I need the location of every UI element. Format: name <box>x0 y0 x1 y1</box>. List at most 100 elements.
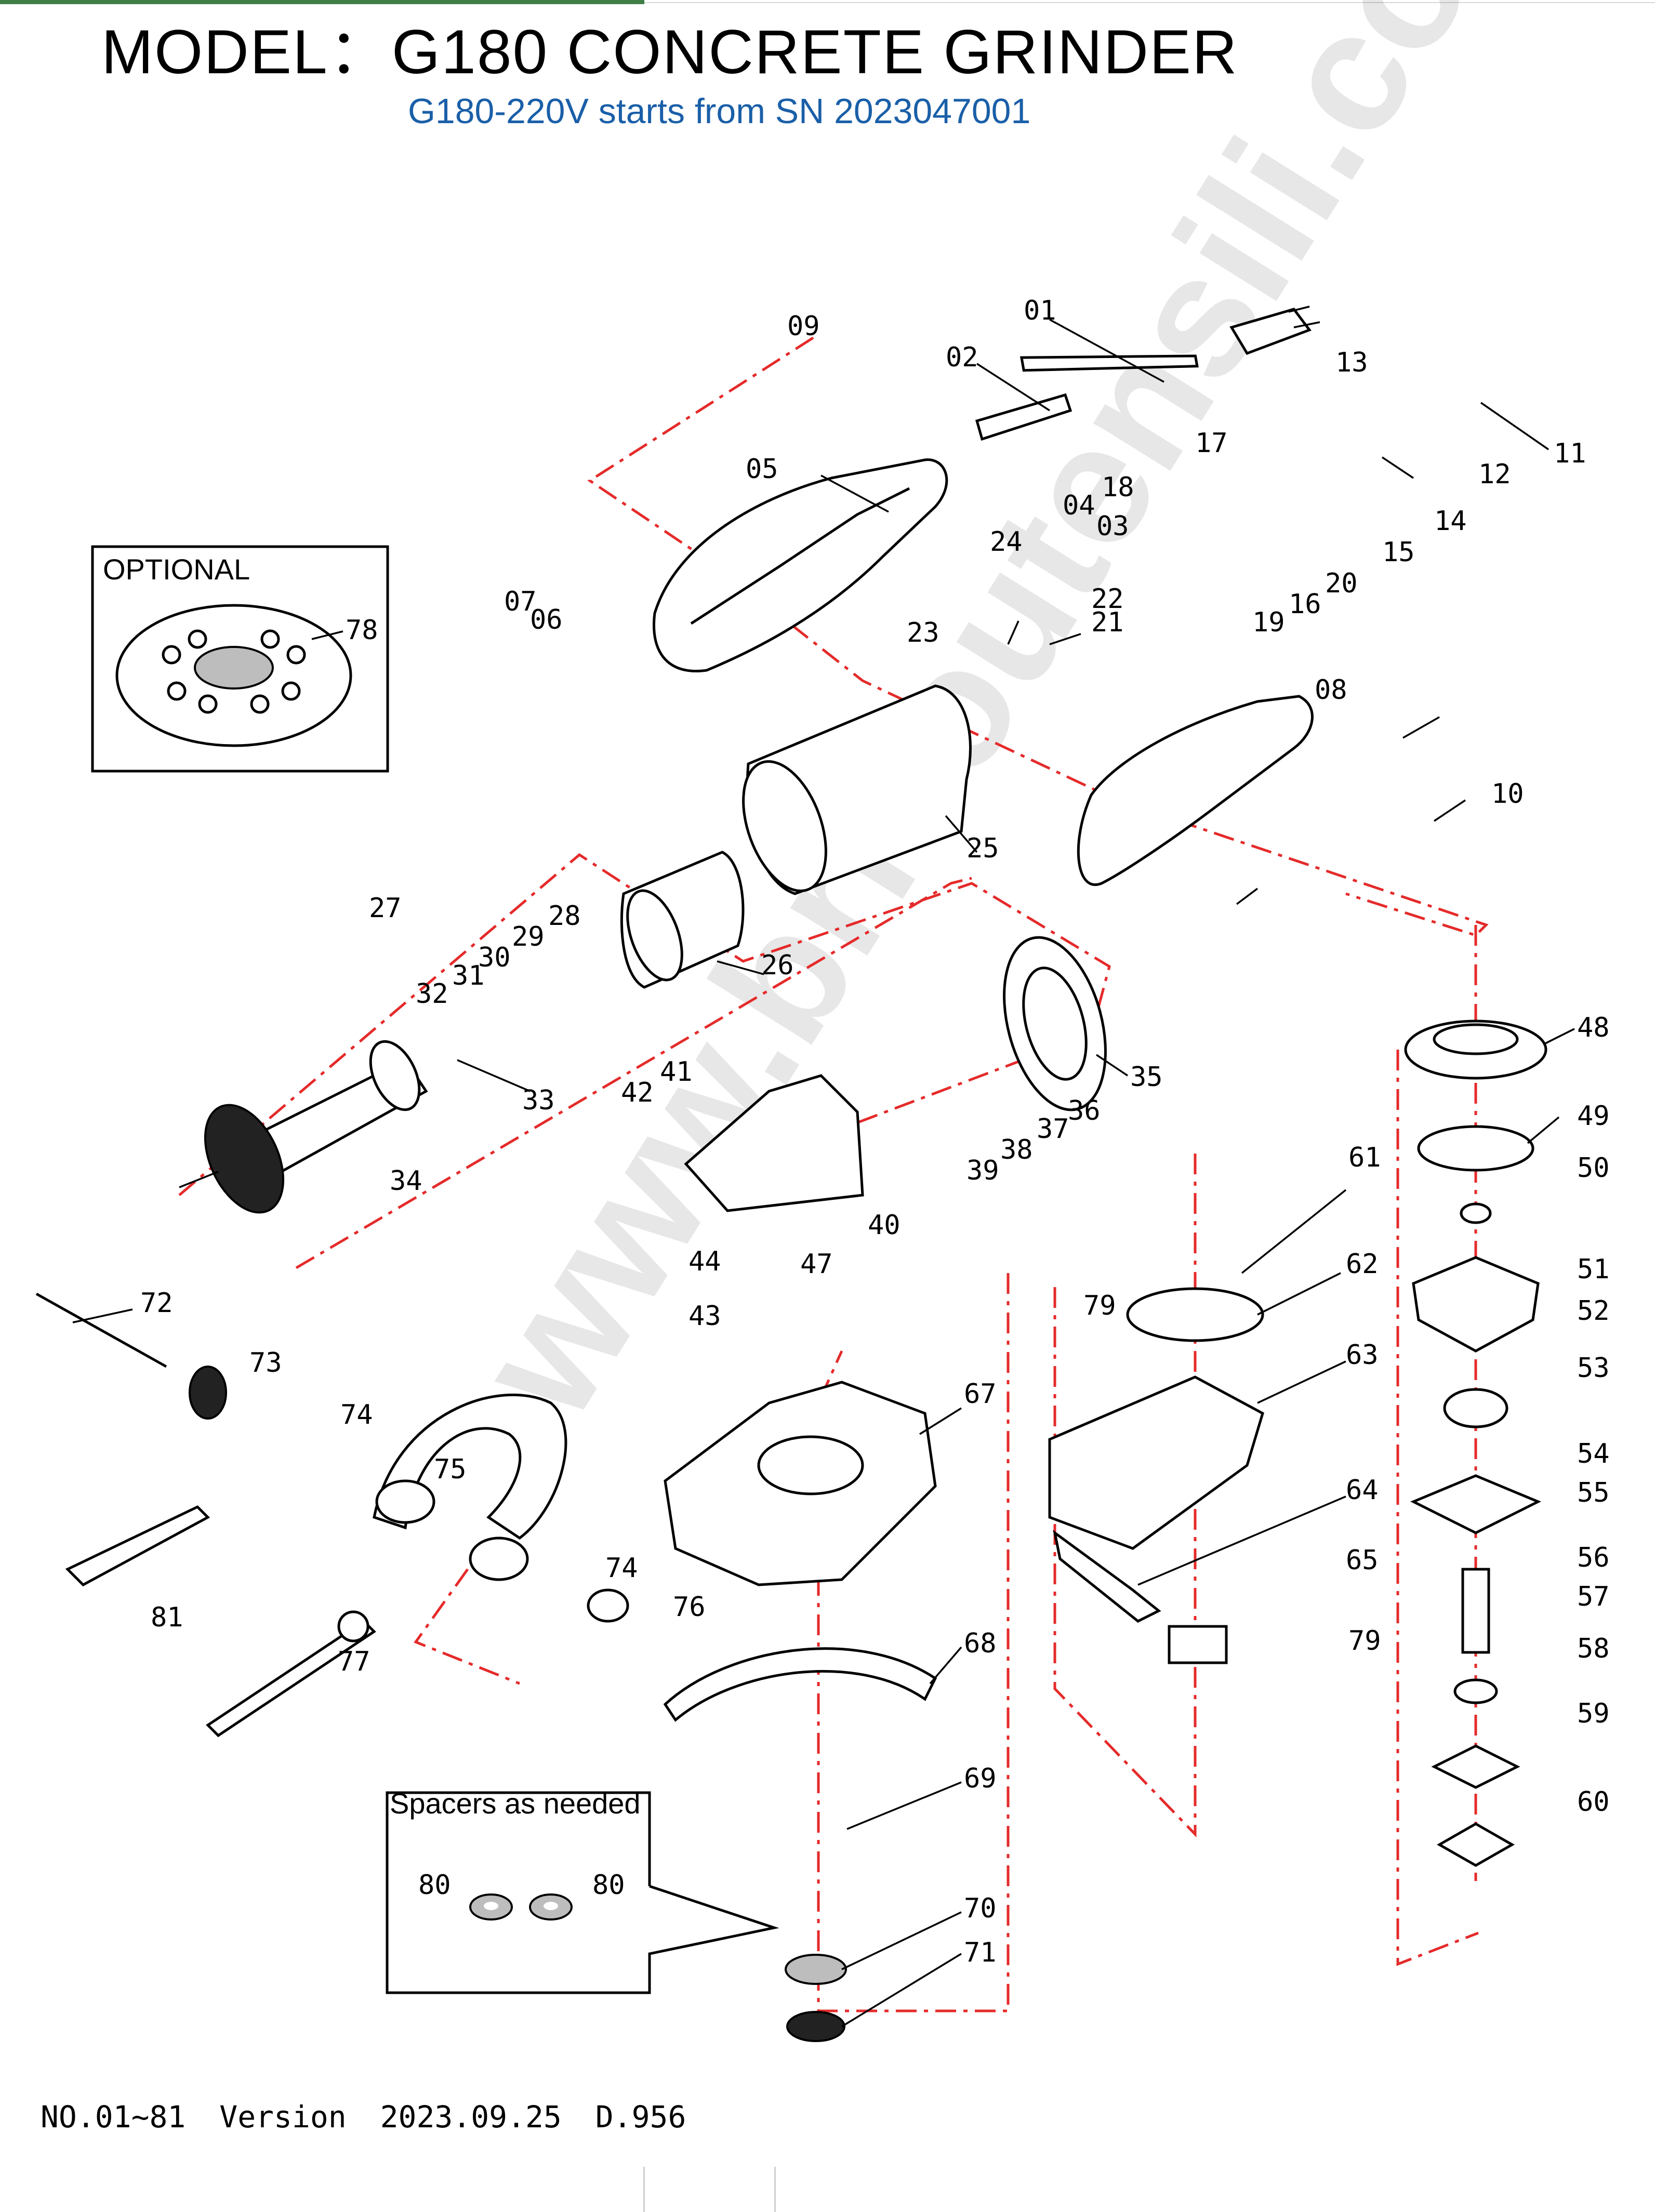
part-label-61: 61 <box>1348 1142 1381 1173</box>
part-label-10: 10 <box>1491 778 1524 810</box>
part-label-79a: 79 <box>1083 1290 1116 1321</box>
part-label-65: 65 <box>1346 1545 1379 1576</box>
part-label-14: 14 <box>1434 506 1467 537</box>
part-label-79b: 79 <box>1348 1625 1381 1657</box>
part-label-56: 56 <box>1577 1542 1610 1573</box>
part-label-74b: 74 <box>605 1553 638 1584</box>
part-label-33: 33 <box>522 1085 555 1116</box>
part-label-23: 23 <box>907 617 939 648</box>
part-label-76: 76 <box>673 1592 706 1623</box>
part-label-27: 27 <box>369 893 402 924</box>
part-label-13: 13 <box>1335 347 1368 378</box>
footer: NO.01~81 Version 2023.09.25 D.956 <box>41 2099 686 2135</box>
leader-lines <box>72 319 1575 2028</box>
part-label-11: 11 <box>1554 438 1586 469</box>
power-cord <box>975 306 1320 441</box>
part-label-50: 50 <box>1577 1153 1610 1184</box>
part-label-64: 64 <box>1346 1475 1379 1506</box>
part-label-19: 19 <box>1252 607 1285 638</box>
part-label-57: 57 <box>1577 1581 1610 1612</box>
part-label-54: 54 <box>1577 1438 1610 1469</box>
spindle-assembly <box>1404 1019 1547 1867</box>
footer-doc-code: D.956 <box>595 2099 686 2135</box>
dust-guard-upper <box>1048 1287 1264 1664</box>
part-label-29: 29 <box>512 921 545 952</box>
part-label-77: 77 <box>338 1646 370 1677</box>
part-label-81: 81 <box>151 1602 183 1633</box>
part-label-07: 07 <box>504 586 537 617</box>
part-label-67: 67 <box>964 1379 997 1410</box>
part-label-75: 75 <box>434 1454 467 1485</box>
part-label-41: 41 <box>660 1056 693 1088</box>
part-label-30: 30 <box>478 942 511 973</box>
armature-rotor <box>179 1040 428 1214</box>
part-label-44: 44 <box>689 1246 721 1277</box>
motor-housing-halves <box>653 458 1314 886</box>
top-rule <box>644 2 1655 3</box>
gear-housing <box>684 936 1107 1212</box>
part-label-25: 25 <box>966 833 999 864</box>
part-label-39: 39 <box>966 1155 999 1186</box>
part-label-72: 72 <box>140 1288 173 1319</box>
part-label-16: 16 <box>1289 589 1321 620</box>
part-label-71: 71 <box>964 1937 997 1968</box>
part-label-40: 40 <box>868 1210 901 1241</box>
part-label-32: 32 <box>416 978 448 1010</box>
part-number-labels: 01 02 03 04 05 06 07 08 09 10 11 12 13 1… <box>140 295 1610 1968</box>
part-label-20: 20 <box>1325 568 1358 599</box>
spacers-box-label: Spacers as needed <box>390 1787 641 1820</box>
optional-box: OPTIONAL <box>91 545 389 773</box>
assembly-centerlines <box>178 336 1489 2012</box>
part-label-04: 04 <box>1063 490 1095 521</box>
watermark: www.bricoutensili.com <box>439 0 1589 1450</box>
part-label-06: 06 <box>530 604 563 635</box>
page-subtitle: G180-220V starts from SN 2023047001 <box>408 91 1031 131</box>
part-label-28: 28 <box>548 900 581 932</box>
part-label-78: 78 <box>346 615 378 646</box>
part-label-49: 49 <box>1577 1101 1610 1132</box>
bottom-tick-left <box>643 2167 645 2212</box>
part-label-17: 17 <box>1195 428 1228 459</box>
bottom-tick-right <box>774 2167 776 2212</box>
dust-guard-lower <box>663 1381 937 2042</box>
footer-version-label: Version <box>219 2099 347 2135</box>
part-label-26: 26 <box>761 950 794 981</box>
part-label-73: 73 <box>249 1347 282 1379</box>
part-label-55: 55 <box>1577 1477 1610 1508</box>
part-label-60: 60 <box>1577 1786 1610 1818</box>
part-label-80b: 80 <box>592 1870 625 1901</box>
part-label-08: 08 <box>1315 674 1347 706</box>
optional-box-label: OPTIONAL <box>103 553 250 586</box>
part-label-01: 01 <box>1024 295 1056 326</box>
part-label-68: 68 <box>964 1628 997 1659</box>
part-label-74a: 74 <box>340 1399 373 1430</box>
part-label-24: 24 <box>990 526 1023 558</box>
part-label-36: 36 <box>1068 1095 1101 1127</box>
part-label-47: 47 <box>800 1249 833 1280</box>
part-label-38: 38 <box>1000 1134 1033 1165</box>
footer-parts-range: NO.01~81 <box>41 2099 186 2135</box>
stator-housing <box>620 684 972 989</box>
part-label-31: 31 <box>452 960 485 991</box>
part-label-12: 12 <box>1478 459 1511 490</box>
part-label-63: 63 <box>1346 1340 1379 1371</box>
part-label-21: 21 <box>1091 607 1124 638</box>
part-label-52: 52 <box>1577 1295 1610 1327</box>
part-label-05: 05 <box>746 454 778 485</box>
part-label-70: 70 <box>964 1893 997 1924</box>
part-label-09: 09 <box>787 311 820 342</box>
part-label-62: 62 <box>1346 1249 1379 1280</box>
part-label-43: 43 <box>689 1301 721 1332</box>
part-label-22: 22 <box>1091 584 1124 615</box>
part-label-59: 59 <box>1577 1698 1610 1729</box>
part-label-42: 42 <box>621 1077 654 1108</box>
part-label-37: 37 <box>1037 1114 1069 1145</box>
top-accent-bar <box>0 0 644 4</box>
page-title: MODEL：G180 CONCRETE GRINDER <box>101 17 1238 87</box>
part-label-34: 34 <box>390 1165 422 1197</box>
part-label-58: 58 <box>1577 1633 1610 1664</box>
part-label-02: 02 <box>946 342 978 373</box>
side-handle-and-tools <box>35 1292 629 1738</box>
part-label-80a: 80 <box>418 1870 451 1901</box>
